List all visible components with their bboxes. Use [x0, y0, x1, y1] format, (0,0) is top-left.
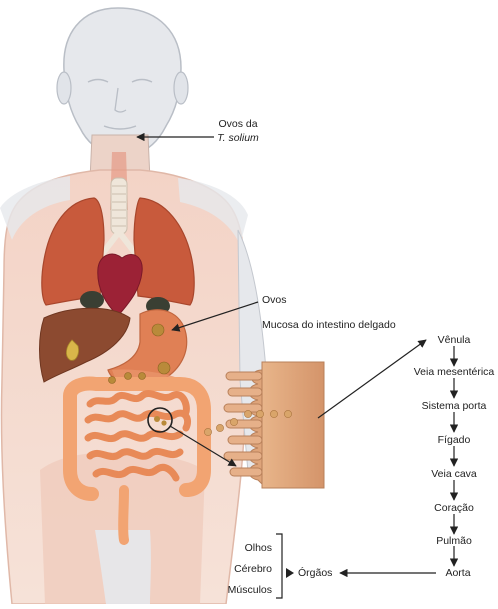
organs — [39, 177, 211, 545]
outer-body-right — [178, 178, 248, 245]
left-lung — [41, 197, 105, 306]
right-ear — [173, 71, 189, 105]
organ-cerebro: Cérebro — [234, 563, 272, 575]
villi-inset — [204, 361, 325, 489]
pathway-figado: Fígado — [437, 434, 471, 446]
legs — [95, 530, 151, 604]
pathway-veia-mesenterica: Veia mesentérica — [413, 366, 495, 378]
left-eye — [87, 78, 109, 83]
pathway-sistema-porta: Sistema porta — [421, 400, 487, 412]
organ-olhos: Olhos — [244, 542, 272, 554]
organ-musculos: Músculos — [227, 584, 272, 596]
label-mucosa: Mucosa do intestino delgado — [262, 319, 396, 331]
bracket-pointer — [286, 568, 294, 578]
right-lung — [133, 197, 195, 306]
left-ear — [56, 71, 72, 105]
right-eye — [131, 78, 153, 83]
villi-fingers — [223, 371, 263, 477]
magnified-spot — [147, 407, 173, 433]
pathway-veia-cava: Veia cava — [431, 468, 477, 480]
large-intestine — [63, 376, 211, 501]
arrow-ovos-to-stomach — [171, 301, 259, 332]
label-orgaos: Órgãos — [298, 567, 333, 579]
arrow-spot-to-villi — [169, 425, 237, 467]
eggs-in-villi — [204, 410, 292, 436]
villi-tissue-block — [261, 361, 325, 489]
mouth — [103, 125, 137, 130]
pathway-coracao: Coração — [434, 502, 474, 514]
label-ovos: Ovos — [262, 294, 287, 306]
eggs-cluster-stomach — [108, 323, 171, 384]
nose — [114, 87, 127, 113]
rectum — [118, 485, 129, 545]
outer-body — [0, 176, 70, 240]
small-intestine — [84, 390, 192, 482]
pathway-aorta: Aorta — [445, 567, 471, 579]
pathway-venula: Vênula — [437, 334, 471, 346]
arrow-villi-to-venula — [317, 339, 427, 419]
pathway-pulmao: Pulmão — [436, 535, 472, 547]
organs-bracket — [276, 533, 283, 599]
head — [63, 7, 182, 155]
gallbladder — [66, 339, 79, 361]
human-body — [0, 7, 271, 605]
arrows — [136, 132, 459, 599]
label-t-solium: T. solium — [217, 132, 259, 144]
liver — [39, 307, 131, 383]
label-ovos-da: Ovos da — [218, 118, 258, 130]
heart — [97, 253, 143, 317]
